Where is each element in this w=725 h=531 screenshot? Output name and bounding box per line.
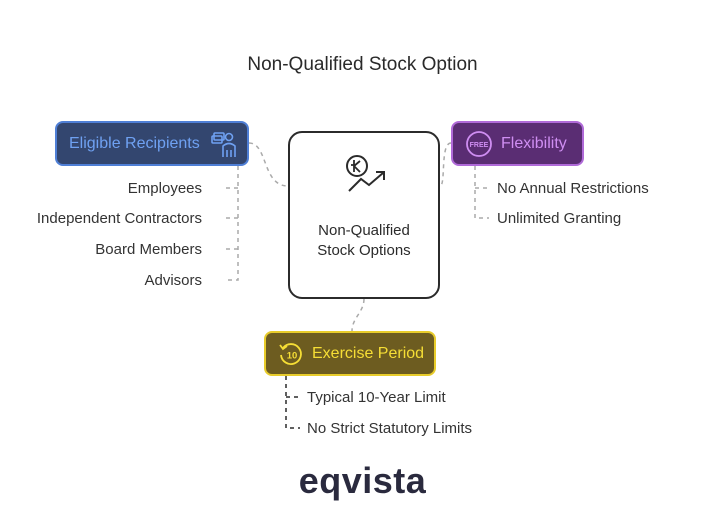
eqvista-logo: eqvista [298, 460, 427, 501]
ten-year-cycle-icon: 10 [278, 341, 304, 367]
connector-eligible-ticks [224, 187, 238, 250]
eligible-item-employees: Employees [127, 180, 202, 197]
center-label: Non-Qualified Stock Options [290, 221, 438, 261]
eligible-item-board-members: Board Members [95, 241, 202, 258]
free-badge-icon: FREE [465, 130, 493, 158]
center-label-line1: Non-Qualified [318, 222, 410, 239]
exercise-item-no-strict-statutory-limits: No Strict Statutory Limits [307, 420, 473, 437]
eligible-recipients-node: Eligible Recipients [55, 121, 249, 166]
flexibility-node: FREE Flexibility [451, 121, 584, 166]
eligible-item-independent-contractors: Independent Contractors [36, 210, 202, 227]
center-node: Non-Qualified Stock Options [288, 131, 440, 299]
flexibility-item-no-annual-restrictions: No Annual Restrictions [497, 180, 649, 197]
center-label-line2: Stock Options [317, 242, 411, 259]
flexibility-label: Flexibility [501, 134, 567, 152]
eligible-item-advisors: Advisors [144, 272, 202, 289]
connector-exercise-branch [285, 376, 300, 429]
connector-flexibility-center [439, 142, 452, 187]
diagram-title: Non-Qualified Stock Option [247, 54, 478, 75]
exercise-period-label: Exercise Period [312, 344, 425, 362]
exercise-item-typical-10-year-limit: Typical 10-Year Limit [307, 389, 446, 406]
eligible-recipients-label: Eligible Recipients [69, 134, 200, 152]
currency-growth-icon [343, 153, 389, 204]
people-money-icon [211, 131, 237, 159]
connector-eligible-center [248, 142, 289, 187]
svg-text:FREE: FREE [470, 142, 489, 149]
svg-text:10: 10 [287, 350, 298, 361]
connector-eligible-branch [224, 166, 239, 281]
flexibility-item-unlimited-granting: Unlimited Granting [497, 210, 622, 227]
exercise-period-node: 10 Exercise Period [264, 331, 436, 376]
connector-center-exercise [351, 298, 365, 332]
connector-flexibility-branch [474, 166, 489, 219]
